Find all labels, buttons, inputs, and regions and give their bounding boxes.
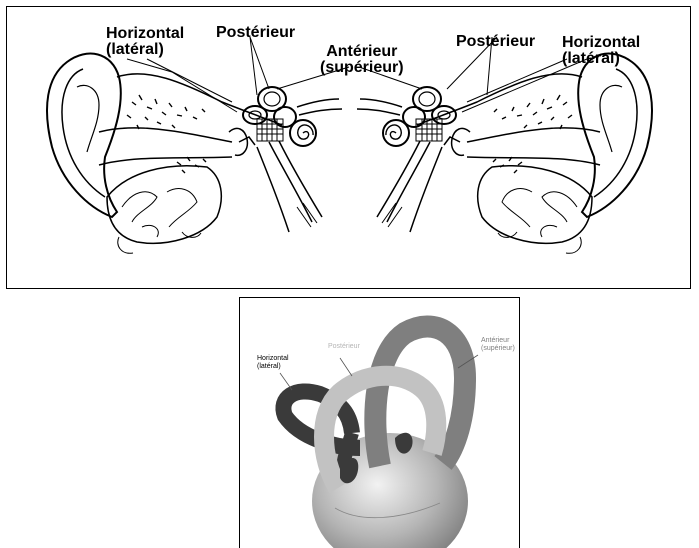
model-label-anterieur-line1: Antérieur: [481, 337, 515, 345]
model-label-horizontal-line1: Horizontal: [257, 355, 289, 363]
model-label-posterieur: Postérieur: [328, 343, 360, 351]
ear-anatomy-panel: Horizontal (latéral) Postérieur Antérieu…: [6, 6, 691, 289]
canal-model-panel: Horizontal (latéral) Postérieur Antérieu…: [239, 297, 520, 548]
label-anterieur-line1: Antérieur: [320, 44, 404, 60]
right-ear-drawing: [357, 54, 652, 254]
label-superieur-line2: (supérieur): [320, 60, 404, 76]
label-horizontal-left-line1: Horizontal: [106, 26, 184, 42]
model-label-lateral-line2: (latéral): [257, 363, 289, 371]
model-label-superieur-line2: (supérieur): [481, 345, 515, 353]
label-horizontal-lateral-right: Horizontal (latéral): [562, 35, 640, 67]
semicircular-canal-model: [240, 298, 520, 548]
model-label-horizontal-lateral: Horizontal (latéral): [257, 355, 289, 371]
label-horizontal-lateral-left: Horizontal (latéral): [106, 26, 184, 58]
label-posterieur-left: Postérieur: [216, 25, 295, 41]
model-label-anterieur-superieur: Antérieur (supérieur): [481, 337, 515, 353]
label-horizontal-right-line1: Horizontal: [562, 35, 640, 51]
label-anterieur-superieur: Antérieur (supérieur): [320, 44, 404, 76]
label-posterieur-right: Postérieur: [456, 34, 535, 50]
label-lateral-left-line2: (latéral): [106, 42, 184, 58]
label-lateral-right-line2: (latéral): [562, 51, 640, 67]
